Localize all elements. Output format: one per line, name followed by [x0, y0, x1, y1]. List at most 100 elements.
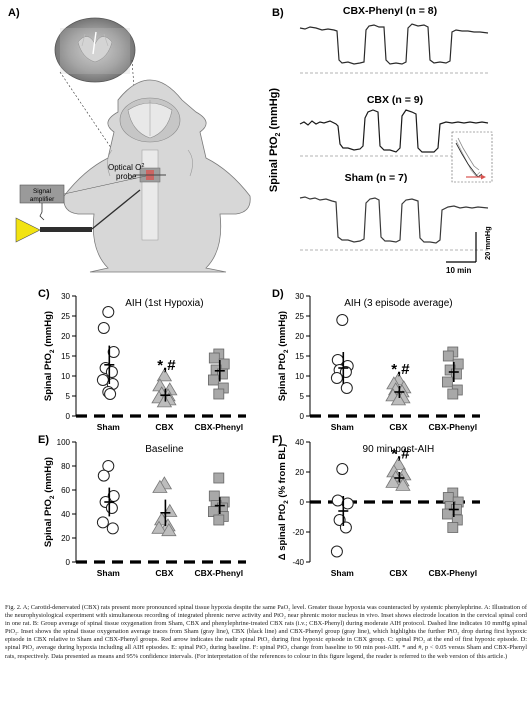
- category-label: Sham: [331, 422, 355, 432]
- data-point-cbx: [390, 392, 407, 406]
- data-point-cbx: [156, 368, 173, 382]
- data-point-cbx: [151, 520, 167, 534]
- panel-title: AIH (3 episode average): [344, 298, 452, 309]
- trace-overlay-inset: [451, 131, 493, 183]
- data-point-sham: [336, 463, 349, 475]
- scale-x-label: 10 min: [446, 266, 471, 275]
- trace-cbx-phenyl: [299, 23, 489, 65]
- electrode-track-icon: [92, 31, 97, 55]
- data-point-cbx-phenyl: [213, 472, 225, 484]
- category-label: CBX-Phenyl: [428, 422, 477, 432]
- data-point-sham: [331, 494, 344, 507]
- y-axis-label: Spinal PtO2 (mmHg): [43, 457, 56, 547]
- signal-amplifier: Signal amplifier: [19, 184, 65, 204]
- data-point-sham: [102, 460, 115, 472]
- data-point-sham: [105, 502, 118, 514]
- y-tick-label: 60: [61, 486, 70, 495]
- y-tick-label: 80: [61, 462, 70, 471]
- panel-letter-b: B): [272, 7, 284, 19]
- category-label: CBX-Phenyl: [194, 422, 243, 432]
- significance-marker: *,#: [391, 361, 410, 378]
- y-tick-label: 20: [61, 534, 70, 543]
- y-tick-label: 30: [61, 292, 70, 301]
- y-tick-label: 20: [295, 332, 304, 341]
- data-point-sham: [330, 545, 343, 558]
- panel-b-ylabel: Spinal PtO2 (mmHg): [268, 88, 282, 192]
- y-tick-label: 25: [295, 312, 304, 321]
- scale-y-label: 20 mmHg: [483, 226, 492, 260]
- data-point-cbx-phenyl: [213, 388, 225, 400]
- panel-letter-f: F): [272, 434, 283, 446]
- data-point-cbx-phenyl: [442, 350, 454, 362]
- data-point-cbx-phenyl: [208, 352, 220, 364]
- data-point-sham: [340, 382, 353, 394]
- category-label: Sham: [331, 568, 355, 578]
- data-point-sham: [341, 497, 354, 510]
- data-point-sham: [106, 522, 119, 535]
- data-point-sham: [102, 306, 115, 318]
- data-point-sham: [105, 366, 118, 378]
- y-tick-label: 25: [61, 312, 70, 321]
- y-axis-label: Δ spinal PtO2 (% from BL): [277, 444, 290, 561]
- category-label: CBX: [389, 568, 407, 578]
- data-point-cbx-phenyl: [208, 490, 220, 502]
- data-point-sham: [97, 322, 110, 334]
- y-axis-label: Spinal PtO2 (mmHg): [43, 311, 56, 401]
- y-tick-label: 20: [61, 332, 70, 341]
- category-label: CBX: [155, 422, 173, 432]
- y-tick-label: 0: [300, 498, 305, 507]
- category-label: Sham: [97, 568, 121, 578]
- category-label: CBX-Phenyl: [428, 568, 477, 578]
- category-label: CBX-Phenyl: [194, 568, 243, 578]
- y-tick-label: 0: [300, 412, 305, 421]
- figure-caption: Fig. 2. A; Carotid-denervated (CBX) rats…: [5, 604, 527, 660]
- data-point-sham: [107, 346, 120, 358]
- panel-title: 90 min post-AIH: [363, 444, 435, 455]
- y-tick-label: 5: [66, 392, 71, 401]
- data-point-sham: [336, 314, 349, 326]
- y-tick-label: -20: [292, 528, 304, 537]
- data-point-cbx-phenyl: [213, 514, 225, 526]
- y-tick-label: 20: [295, 468, 304, 477]
- optical-probe-label: Optical O2 probe: [108, 160, 147, 181]
- data-point-cbx-phenyl: [447, 522, 459, 533]
- trace-label-sham: Sham (n = 7): [345, 172, 408, 184]
- category-label: CBX: [389, 422, 407, 432]
- data-point-cbx-phenyl: [441, 508, 453, 520]
- panel-title: Baseline: [145, 444, 184, 455]
- y-tick-label: 15: [295, 352, 304, 361]
- trace-sham: [299, 196, 489, 244]
- rat-illustration: [63, 79, 251, 273]
- category-label: CBX: [155, 568, 173, 578]
- panel-letter-c: C): [38, 288, 50, 300]
- data-point-cbx: [152, 479, 168, 493]
- optical-fiber-icon: [91, 189, 141, 230]
- y-tick-label: 5: [300, 392, 305, 401]
- data-point-sham: [331, 354, 344, 366]
- y-axis-label: Spinal PtO2 (mmHg): [277, 311, 290, 401]
- panel-a: A) Optical O2 prob: [8, 7, 251, 273]
- data-point-sham: [104, 388, 117, 400]
- y-tick-label: 100: [57, 438, 71, 447]
- data-point-cbx-phenyl: [441, 376, 453, 388]
- y-tick-label: 40: [61, 510, 70, 519]
- panel-letter-e: E): [38, 434, 49, 446]
- data-point-cbx-phenyl: [207, 374, 219, 386]
- data-point-sham: [339, 521, 352, 534]
- spinal-cord-inset: [54, 17, 136, 83]
- y-tick-label: 10: [295, 372, 304, 381]
- panel-b: B) Spinal PtO2 (mmHg) CBX-Phenyl (n = 8)…: [268, 5, 493, 275]
- data-point-cbx-phenyl: [216, 368, 228, 380]
- y-tick-label: 0: [66, 558, 71, 567]
- category-label: Sham: [97, 422, 121, 432]
- data-point-sham: [96, 374, 109, 386]
- data-point-sham: [96, 516, 109, 529]
- data-point-sham: [330, 372, 343, 384]
- data-point-sham: [97, 469, 110, 482]
